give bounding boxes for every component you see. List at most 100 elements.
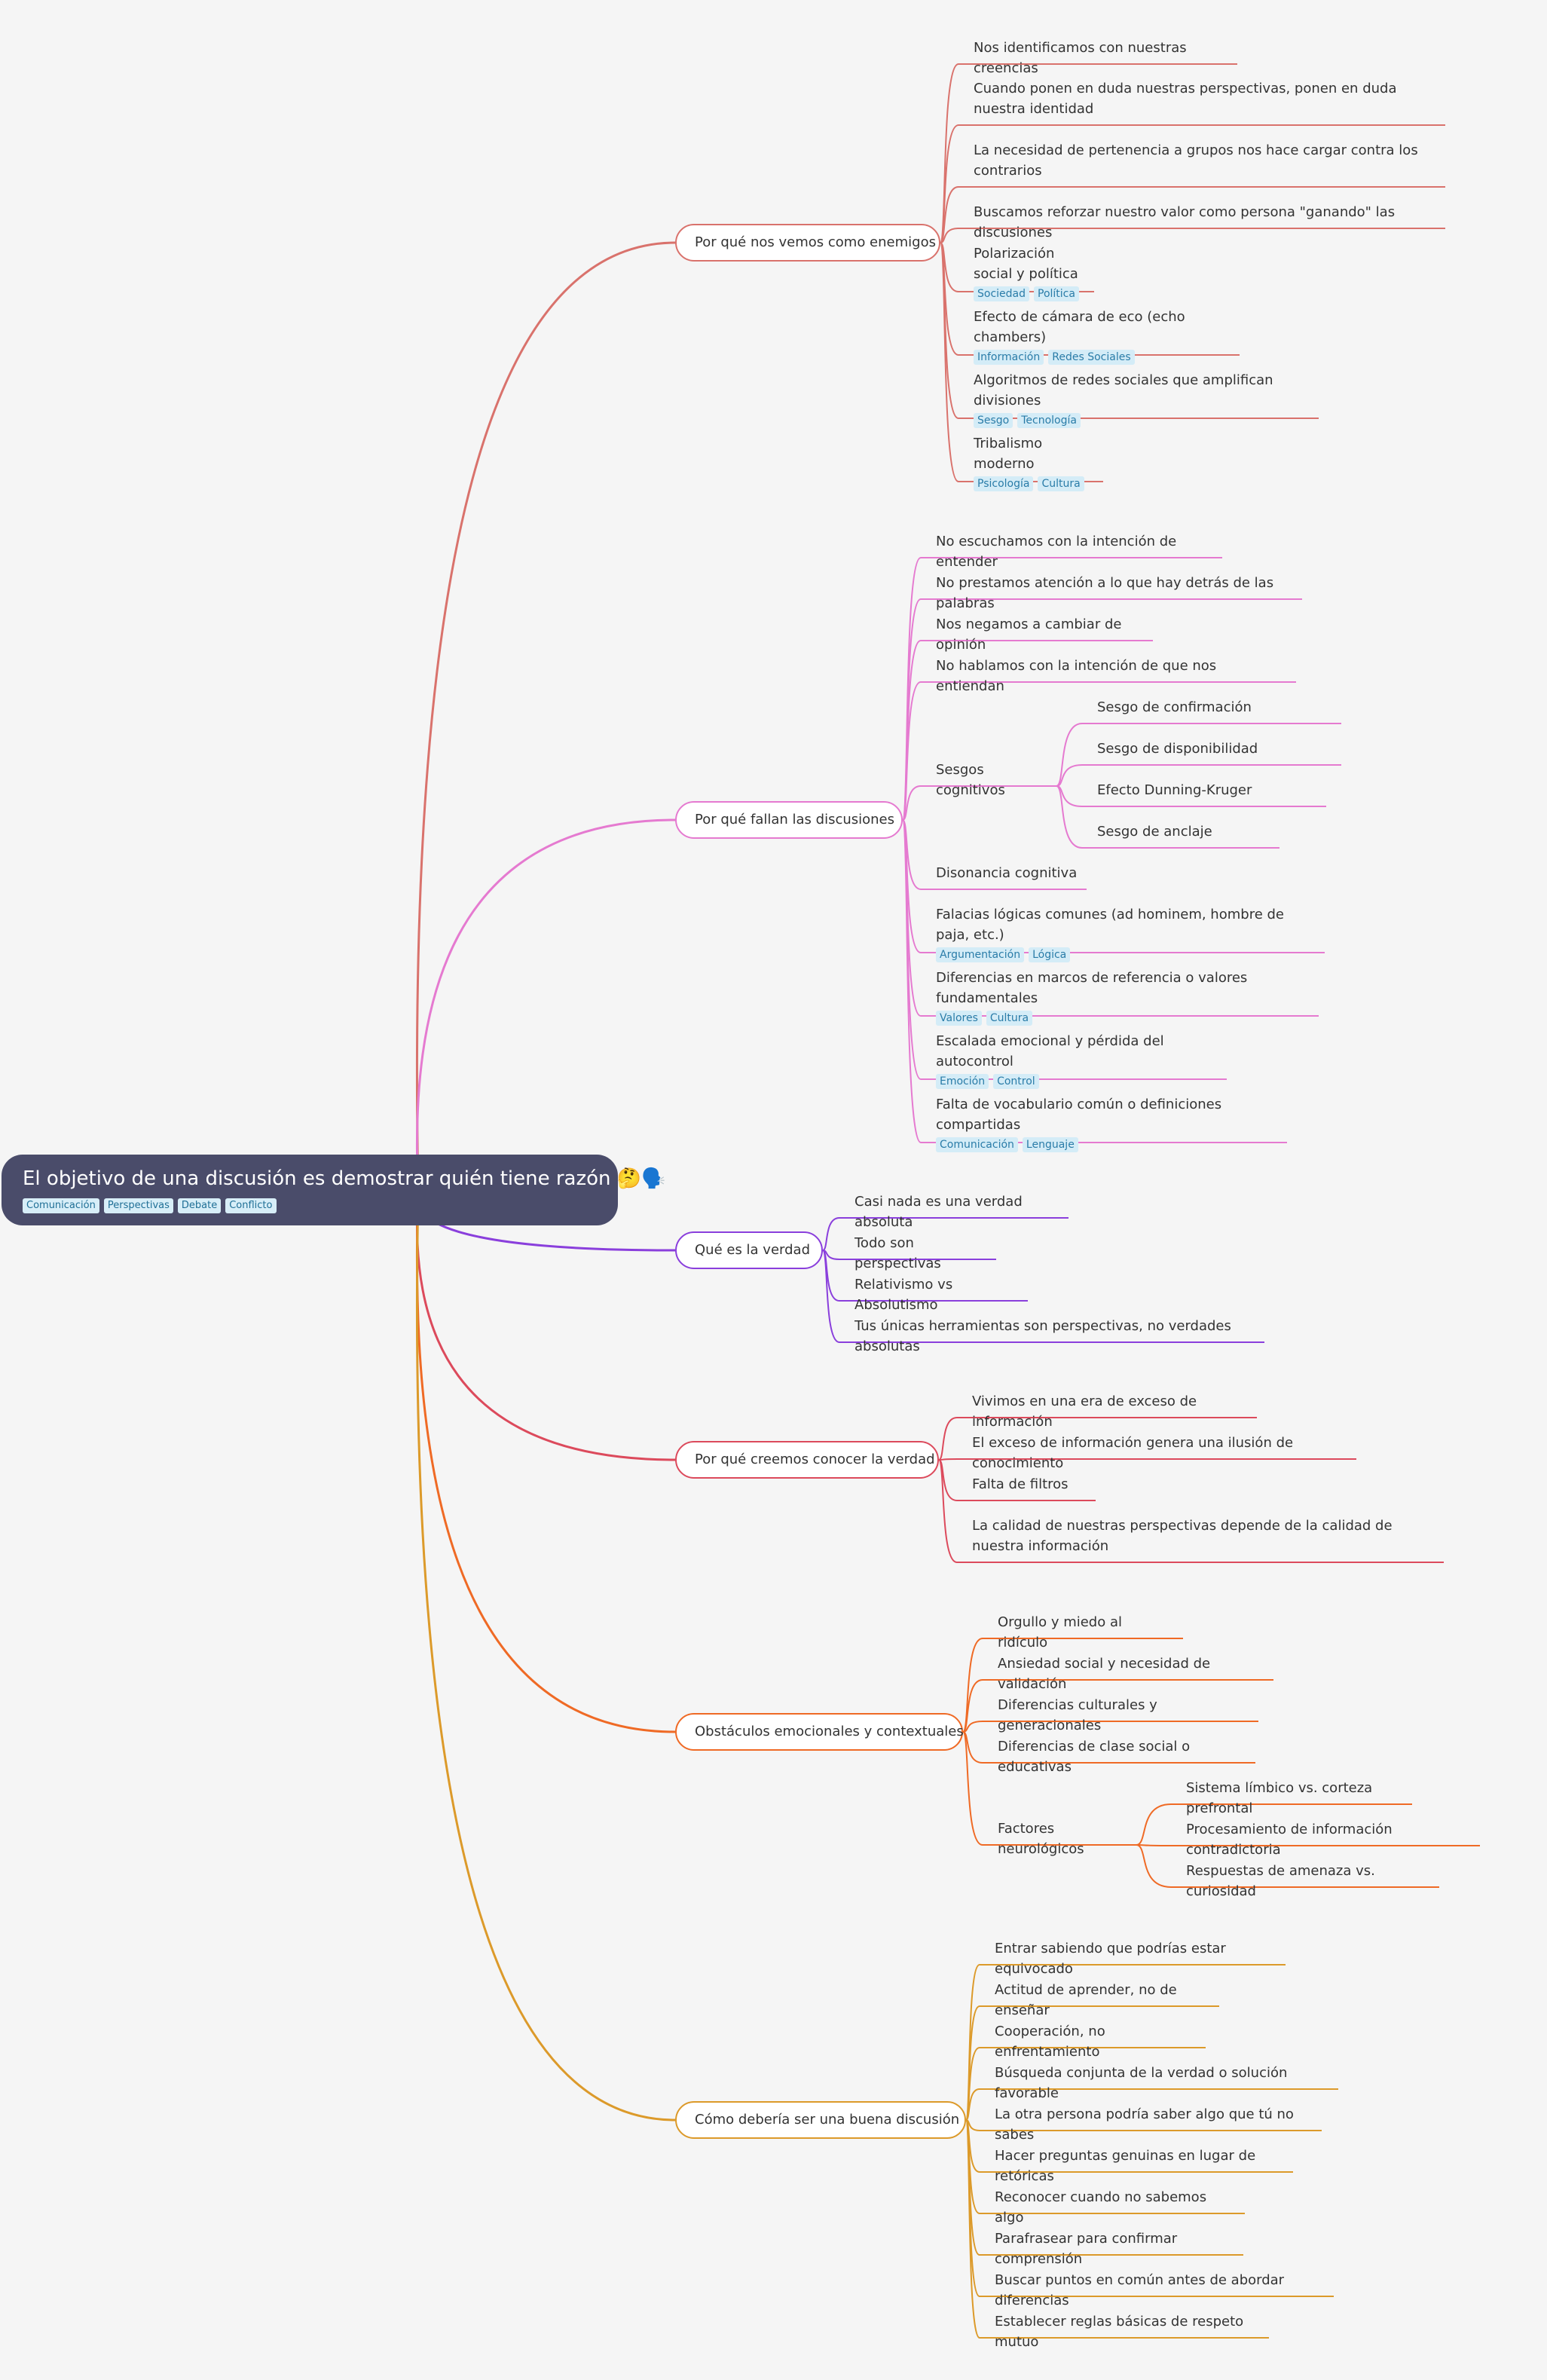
leaf-node[interactable]: Buscar puntos en común antes de abordar … [995,2270,1326,2311]
node-tag[interactable]: Cultura [1038,476,1084,491]
leaf-node[interactable]: Algoritmos de redes sociales que amplifi… [974,370,1311,428]
leaf-node[interactable]: Orgullo y miedo al ridículo [998,1612,1176,1653]
root-tag[interactable]: Perspectivas [103,1198,173,1213]
leaf-node[interactable]: Buscamos reforzar nuestro valor como per… [974,202,1438,243]
subleaf-node[interactable]: Efecto Dunning-Kruger [1097,780,1319,800]
leaf-node[interactable]: Nos identificamos con nuestras creencias [974,38,1230,78]
leaf-node[interactable]: La otra persona podría saber algo que tú… [995,2104,1314,2145]
leaf-node[interactable]: No hablamos con la intención de que nos … [936,656,1289,696]
branch-node[interactable]: Por qué creemos conocer la verdad [675,1441,939,1479]
leaf-node[interactable]: No prestamos atención a lo que hay detrá… [936,573,1295,613]
node-tag[interactable]: Política [1034,286,1079,301]
root-title: El objetivo de una discusión es demostra… [23,1167,666,1190]
branch-node[interactable]: Por qué nos vemos como enemigos [675,224,940,262]
leaf-node[interactable]: Falta de vocabulario común o definicione… [936,1094,1279,1152]
leaf-node[interactable]: Hacer preguntas genuinas en lugar de ret… [995,2146,1286,2186]
leaf-node[interactable]: Diferencias de clase social o educativas [998,1736,1248,1777]
node-tag[interactable]: Redes Sociales [1048,350,1135,365]
leaf-node[interactable]: Todo son perspectivas [855,1233,989,1274]
leaf-node[interactable]: Casi nada es una verdad absoluta [855,1192,1061,1232]
leaf-connector [902,681,922,821]
subleaf-node[interactable]: Sesgo de disponibilidad [1097,739,1334,759]
node-label: Respuestas de amenaza vs. curiosidad [1186,1863,1375,1899]
node-tag[interactable]: Información [974,350,1044,365]
node-label: Tribalismo moderno [974,436,1043,472]
leaf-node[interactable]: Relativismo vs Absolutismo [855,1274,1020,1315]
node-tags: Sesgo Tecnología [974,412,1311,428]
leaf-node[interactable]: Escalada emocional y pérdida del autocon… [936,1031,1219,1089]
subleaf-node[interactable]: Sistema límbico vs. corteza prefrontal [1186,1778,1405,1819]
branch-node[interactable]: Obstáculos emocionales y contextuales [675,1713,964,1751]
node-tag[interactable]: Cultura [986,1011,1033,1026]
branch-node[interactable]: Por qué fallan las discusiones [675,801,903,839]
node-tag[interactable]: Sociedad [974,286,1030,301]
node-tag[interactable]: Tecnología [1017,413,1081,428]
node-label: Falta de filtros [972,1476,1069,1492]
leaf-node[interactable]: Reconocer cuando no sabemos algo [995,2187,1237,2228]
node-tag[interactable]: Lógica [1029,947,1071,962]
leaf-node[interactable]: Búsqueda conjunta de la verdad o solució… [995,2063,1331,2103]
leaf-node[interactable]: La necesidad de pertenencia a grupos nos… [974,140,1438,181]
node-label: Nos negamos a cambiar de opinión [936,616,1122,653]
leaf-node[interactable]: Disonancia cognitiva [936,863,1079,883]
node-tag[interactable]: Argumentación [936,947,1025,962]
leaf-node[interactable]: Establecer reglas básicas de respeto mut… [995,2311,1261,2352]
root-node[interactable]: El objetivo de una discusión es demostra… [2,1155,666,1225]
node-label: La necesidad de pertenencia a grupos nos… [974,142,1418,179]
node-tag[interactable]: Lenguaje [1022,1137,1078,1152]
node-label: Reconocer cuando no sabemos algo [995,2189,1207,2226]
node-label: Diferencias en marcos de referencia o va… [936,970,1248,1006]
node-label: Tus únicas herramientas son perspectivas… [855,1318,1231,1354]
leaf-node[interactable]: Falta de filtros [972,1474,1088,1494]
leaf-connector [940,242,959,482]
subleaf-node[interactable]: Respuestas de amenaza vs. curiosidad [1186,1861,1432,1901]
node-label: El exceso de información genera una ilus… [972,1435,1294,1471]
leaf-node[interactable]: Vivimos en una era de exceso de informac… [972,1391,1249,1432]
leaf-node[interactable]: Tus únicas herramientas son perspectivas… [855,1316,1257,1357]
subleaf-node[interactable]: Sesgo de anclaje [1097,821,1272,842]
subleaf-connector [1136,1844,1172,1846]
leaf-node[interactable]: Factores neurológicos [998,1819,1129,1859]
node-label: Diferencias culturales y generacionales [998,1697,1157,1733]
node-label: Parafrasear para confirmar comprensión [995,2231,1178,2267]
leaf-node[interactable]: El exceso de información genera una ilus… [972,1433,1349,1473]
leaf-node[interactable]: No escuchamos con la intención de entend… [936,531,1215,572]
leaf-node[interactable]: Sesgos cognitivos [936,760,1049,800]
root-tag[interactable]: Debate [177,1198,222,1213]
branch-node[interactable]: Cómo debería ser una buena discusión [675,2101,966,2139]
leaf-node[interactable]: Cooperación, no enfrentamiento [995,2021,1198,2062]
node-tags: Valores Cultura [936,1010,1311,1026]
subleaf-node[interactable]: Procesamiento de información contradicto… [1186,1819,1472,1860]
leaf-node[interactable]: Entrar sabiendo que podrías estar equivo… [995,1938,1278,1979]
leaf-node[interactable]: Parafrasear para confirmar comprensión [995,2229,1236,2269]
node-tag[interactable]: Comunicación [936,1137,1018,1152]
subleaf-connector [1136,1803,1172,1846]
node-label: Establecer reglas básicas de respeto mut… [995,2314,1244,2350]
node-label: Polarización social y política [974,246,1078,282]
leaf-node[interactable]: Diferencias culturales y generacionales [998,1695,1251,1736]
node-label: No prestamos atención a lo que hay detrá… [936,575,1274,611]
leaf-node[interactable]: Actitud de aprender, no de enseñar [995,1980,1212,2021]
node-tag[interactable]: Emoción [936,1074,989,1089]
subleaf-node[interactable]: Sesgo de confirmación [1097,697,1334,717]
leaf-node[interactable]: Cuando ponen en duda nuestras perspectiv… [974,78,1438,119]
leaf-node[interactable]: Falacias lógicas comunes (ad hominem, ho… [936,904,1317,962]
leaf-node[interactable]: Ansiedad social y necesidad de validació… [998,1653,1266,1694]
node-tags: Emoción Control [936,1073,1219,1089]
node-tag[interactable]: Sesgo [974,413,1013,428]
node-tag[interactable]: Valores [936,1011,982,1026]
node-tag[interactable]: Control [993,1074,1039,1089]
leaf-node[interactable]: Diferencias en marcos de referencia o va… [936,968,1311,1026]
leaf-node[interactable]: Nos negamos a cambiar de opinión [936,614,1145,655]
branch-node[interactable]: Qué es la verdad [675,1231,823,1269]
leaf-connector [940,228,959,243]
leaf-node[interactable]: La calidad de nuestras perspectivas depe… [972,1516,1436,1556]
root-tag[interactable]: Comunicación [23,1198,99,1213]
leaf-node[interactable]: Efecto de cámara de eco (echo chambers)I… [974,307,1232,365]
root-tag[interactable]: Conflicto [225,1198,277,1213]
node-label: No hablamos con la intención de que nos … [936,658,1217,694]
node-tag[interactable]: Psicología [974,476,1034,491]
node-tags: Argumentación Lógica [936,947,1317,962]
